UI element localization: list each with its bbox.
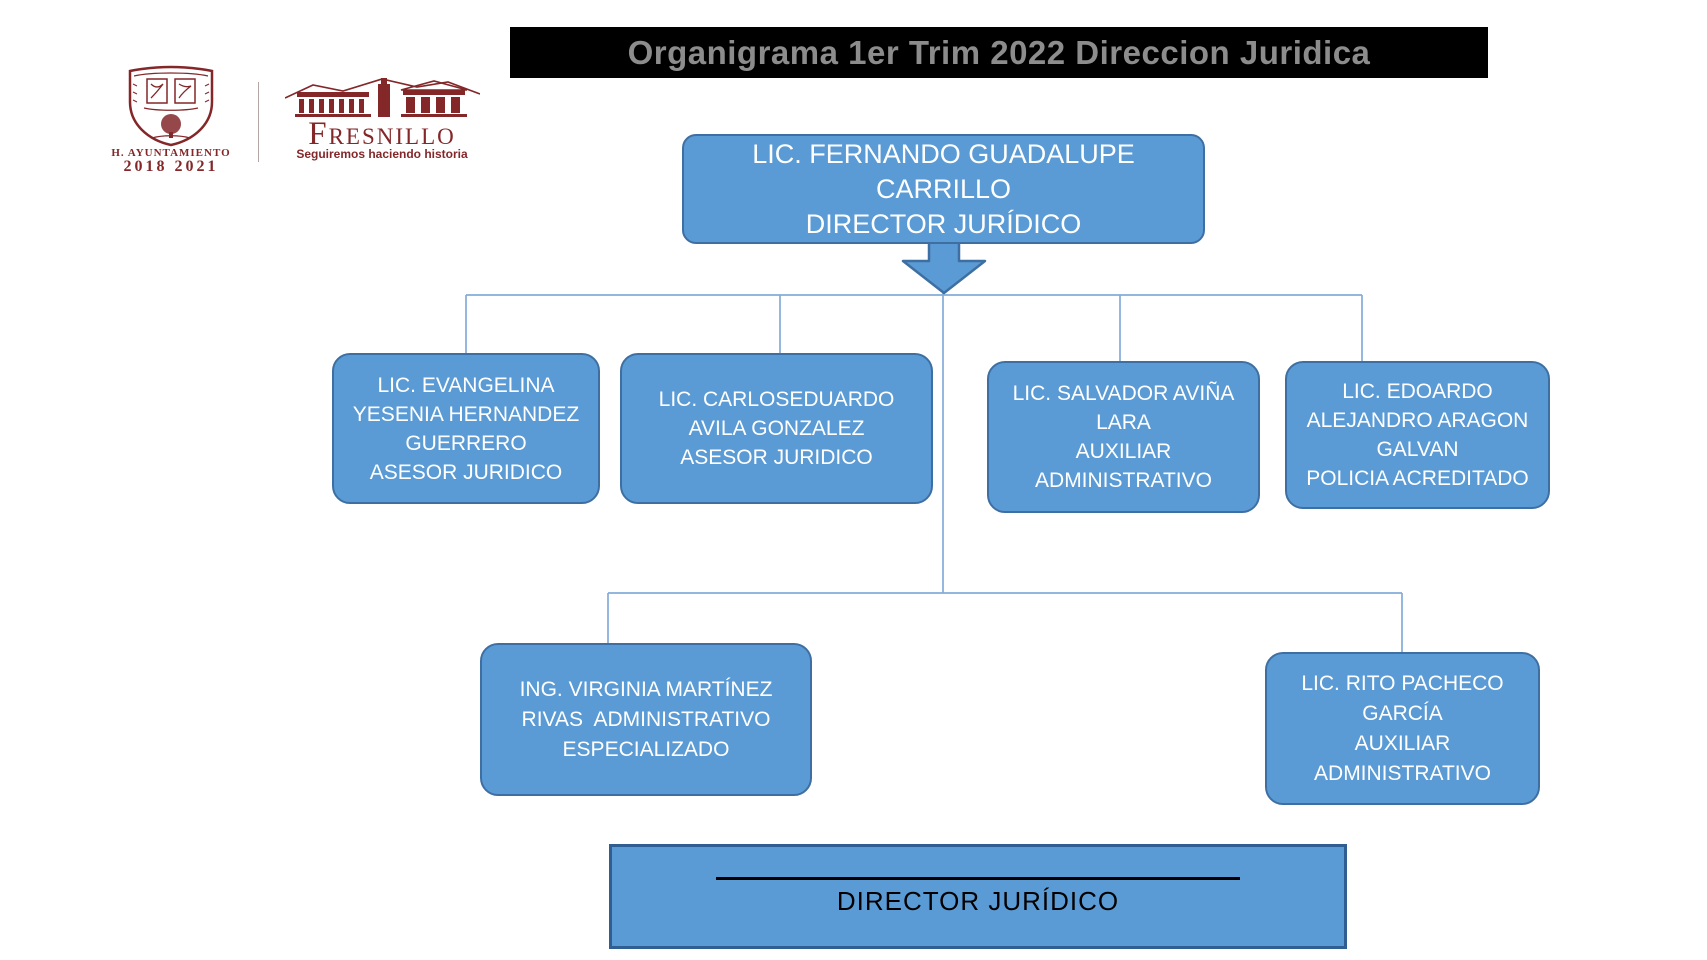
signature-line <box>716 876 1240 880</box>
org-node-auxiliar-administrativo-2: LIC. RITO PACHECO GARCÍA AUXILIAR ADMINI… <box>1265 652 1540 805</box>
org-node-policia-acreditado: LIC. EDOARDO ALEJANDRO ARAGON GALVAN POL… <box>1285 361 1550 509</box>
fresnillo-tagline: Seguiremos haciendo historia <box>296 147 468 161</box>
ayuntamiento-crest-icon <box>128 65 214 147</box>
signature-box: DIRECTOR JURÍDICO <box>609 844 1347 949</box>
signature-label: DIRECTOR JURÍDICO <box>836 885 1120 916</box>
slide-title: Organigrama 1er Trim 2022 Direccion Juri… <box>627 33 1371 71</box>
fresnillo-wordmark: Fresnillo <box>308 116 456 152</box>
org-node-asesor-juridico-1: LIC. EVANGELINA YESENIA HERNANDEZ GUERRE… <box>332 353 600 504</box>
ayuntamiento-years: 2018 2021 <box>123 158 219 175</box>
org-node-director: LIC. FERNANDO GUADALUPE CARRILLO DIRECTO… <box>682 134 1205 244</box>
org-node-auxiliar-administrativo-1: LIC. SALVADOR AVIÑA LARA AUXILIAR ADMINI… <box>987 361 1260 513</box>
org-node-administrativo-especializado: ING. VIRGINIA MARTÍNEZ RIVAS ADMINISTRAT… <box>480 643 812 796</box>
ayuntamiento-caption: H. AYUNTAMIENTO <box>111 147 231 159</box>
logo-divider <box>258 82 259 162</box>
fresnillo-building-icon <box>285 78 480 117</box>
org-node-asesor-juridico-2: LIC. CARLOSEDUARDO AVILA GONZALEZ ASESOR… <box>620 353 933 504</box>
slide-title-bar: Organigrama 1er Trim 2022 Direccion Juri… <box>510 27 1488 78</box>
down-arrow-icon <box>901 240 987 295</box>
